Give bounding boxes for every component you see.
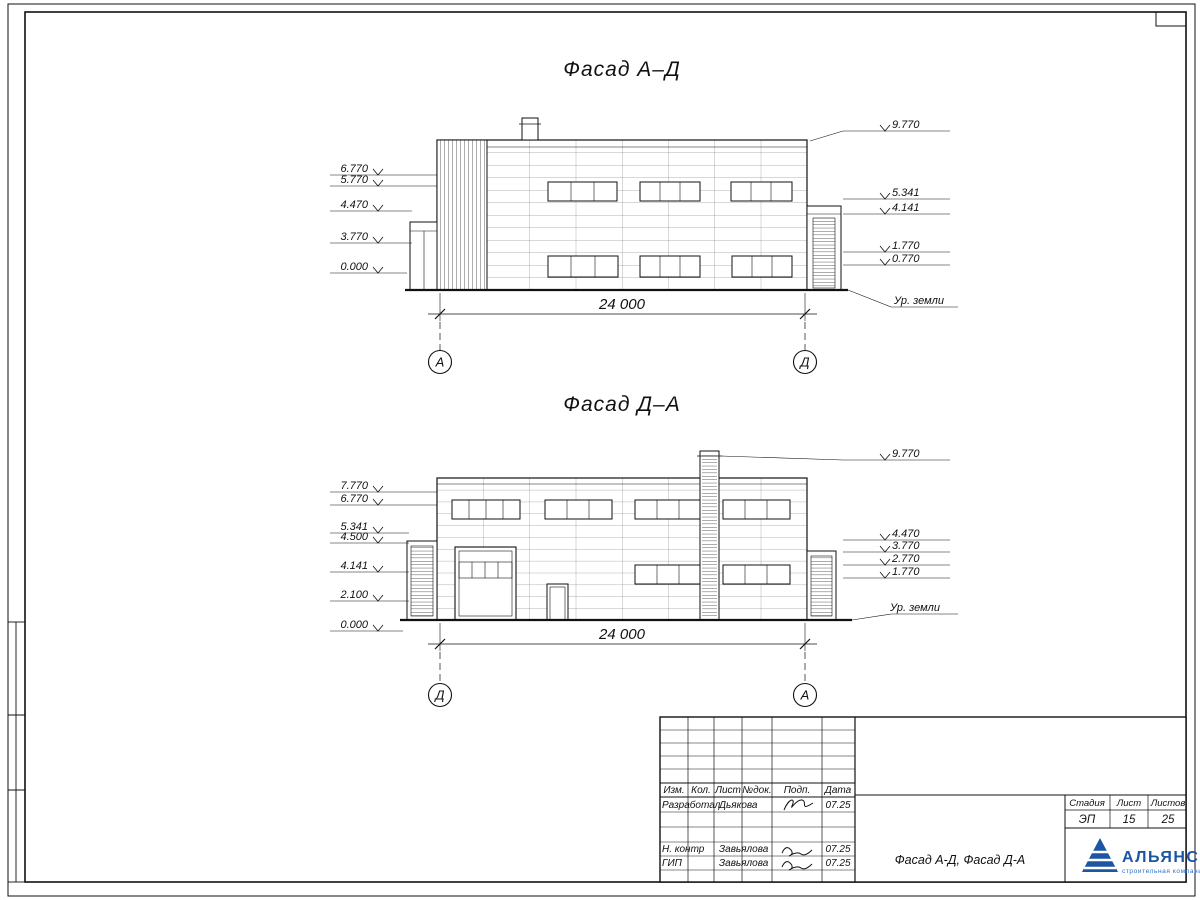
windows-lower-row — [547, 255, 793, 278]
row-date: 07.25 — [825, 800, 850, 811]
col-header-data: Дата — [824, 785, 852, 796]
dimension-total: 24 000 — [428, 293, 817, 321]
garage-door — [454, 546, 517, 621]
elevation-marks-left: 6.770 5.770 4.470 3.770 0.000 — [330, 163, 437, 274]
entrance-door — [546, 583, 569, 621]
elev-mark: 7.770 — [340, 480, 368, 492]
corner-box — [1155, 11, 1187, 27]
company-tagline: строительная компания — [1122, 868, 1200, 875]
elev-mark: 6.770 — [340, 493, 368, 505]
row-date: 07.25 — [825, 844, 850, 855]
facade-a-d: Фасад А–Д — [330, 58, 958, 375]
louver-strip — [436, 139, 488, 291]
ground-level-label: Ур. земли — [889, 602, 940, 614]
elev-mark: 6.770 — [340, 163, 368, 175]
row-date: 07.25 — [825, 858, 850, 869]
ground-level-label: Ур. земли — [893, 295, 944, 307]
row-name: Дьякова — [718, 800, 758, 811]
stage-value: ЭП — [1079, 814, 1096, 826]
chimney-strip — [697, 450, 722, 621]
axis-markers: А Д — [427, 322, 818, 375]
facade-d-a: Фасад Д–А — [330, 393, 958, 708]
elev-mark: 2.100 — [339, 589, 368, 601]
company-logo: АЛЬЯНС строительная компания — [1082, 838, 1200, 875]
elev-mark: 9.770 — [892, 119, 920, 131]
col-header-podp: Подп. — [784, 785, 811, 796]
axis-label-left: Д — [433, 688, 444, 703]
elev-mark: 5.341 — [892, 187, 920, 199]
elev-mark: 2.770 — [891, 553, 920, 565]
axis-label-right: Д — [798, 355, 809, 370]
dimension-text: 24 000 — [598, 626, 646, 643]
annex-right — [806, 550, 837, 621]
elev-mark: 9.770 — [892, 448, 920, 460]
row-name: Завьялова — [719, 844, 769, 855]
outer-border — [7, 3, 1196, 897]
stair-annex-left — [406, 540, 438, 621]
elev-mark: 4.470 — [892, 528, 920, 540]
axis-label-right: А — [800, 688, 810, 703]
logo-pyramid-icon — [1082, 838, 1118, 872]
dimension-total: 24 000 — [428, 623, 817, 651]
elevation-marks-right: 9.770 5.341 4.141 1.770 0.770 Ур. земли — [809, 119, 958, 308]
elev-mark: 1.770 — [892, 240, 920, 252]
roof-vent — [519, 117, 541, 141]
elev-mark: 1.770 — [892, 566, 920, 578]
title-block: Изм. Кол. Лист №док. Подп. Дата Разработ… — [659, 716, 1200, 883]
annex-left — [409, 221, 438, 291]
signature — [781, 847, 813, 857]
sheet-count: 25 — [1161, 814, 1175, 826]
stage-header: Стадия — [1069, 798, 1105, 809]
elevation-marks-left: 7.770 6.770 5.341 4.500 4.141 2.100 0.00… — [330, 480, 437, 632]
elev-mark: 0.000 — [340, 619, 368, 631]
axis-circle-right — [792, 349, 818, 375]
elev-mark: 3.770 — [892, 540, 920, 552]
row-role: Разработал — [662, 799, 721, 811]
col-header-list: Лист — [714, 785, 741, 796]
elev-mark: 5.341 — [340, 521, 368, 533]
listov-header: Листов — [1150, 798, 1186, 809]
axis-circle-right — [792, 682, 818, 708]
elevation-marks-right: 9.770 4.470 3.770 2.770 1.770 Ур. земли — [720, 448, 958, 621]
elev-mark: 5.770 — [340, 174, 368, 186]
dimension-text: 24 000 — [598, 296, 646, 313]
signature — [781, 861, 813, 871]
col-header-izm: Изм. — [663, 785, 684, 796]
row-name: Завьялова — [719, 858, 769, 869]
elev-mark: 0.770 — [892, 253, 920, 265]
windows-upper-row — [451, 499, 791, 520]
axis-circle-left — [427, 682, 453, 708]
windows-lower-row — [634, 564, 791, 585]
facade-d-a-title: Фасад Д–А — [563, 393, 680, 416]
elev-mark: 4.141 — [340, 560, 368, 572]
company-name: АЛЬЯНС — [1122, 849, 1199, 866]
windows-upper-row — [547, 181, 793, 202]
elev-mark: 4.470 — [340, 199, 368, 211]
elev-mark: 0.000 — [340, 261, 368, 273]
row-role: Н. контр — [662, 844, 705, 855]
row-role: ГИП — [662, 858, 683, 869]
signature — [783, 799, 814, 811]
frame-border — [24, 11, 1187, 883]
facade-a-d-title: Фасад А–Д — [563, 58, 680, 81]
col-header-kol: Кол. — [691, 785, 711, 796]
elev-mark: 3.770 — [340, 231, 368, 243]
side-stamp — [7, 621, 26, 883]
col-header-ndok: №док. — [742, 785, 771, 796]
axis-label-left: А — [435, 355, 445, 370]
elev-mark: 4.141 — [892, 202, 920, 214]
sheet-number: 15 — [1123, 814, 1136, 826]
stair-annex-right — [806, 205, 842, 291]
axis-markers: Д А — [427, 652, 818, 708]
elev-mark: 4.500 — [340, 531, 368, 543]
axis-circle-left — [427, 349, 453, 375]
document-title: Фасад А-Д, Фасад Д-А — [895, 853, 1026, 867]
list-header: Лист — [1116, 798, 1142, 809]
